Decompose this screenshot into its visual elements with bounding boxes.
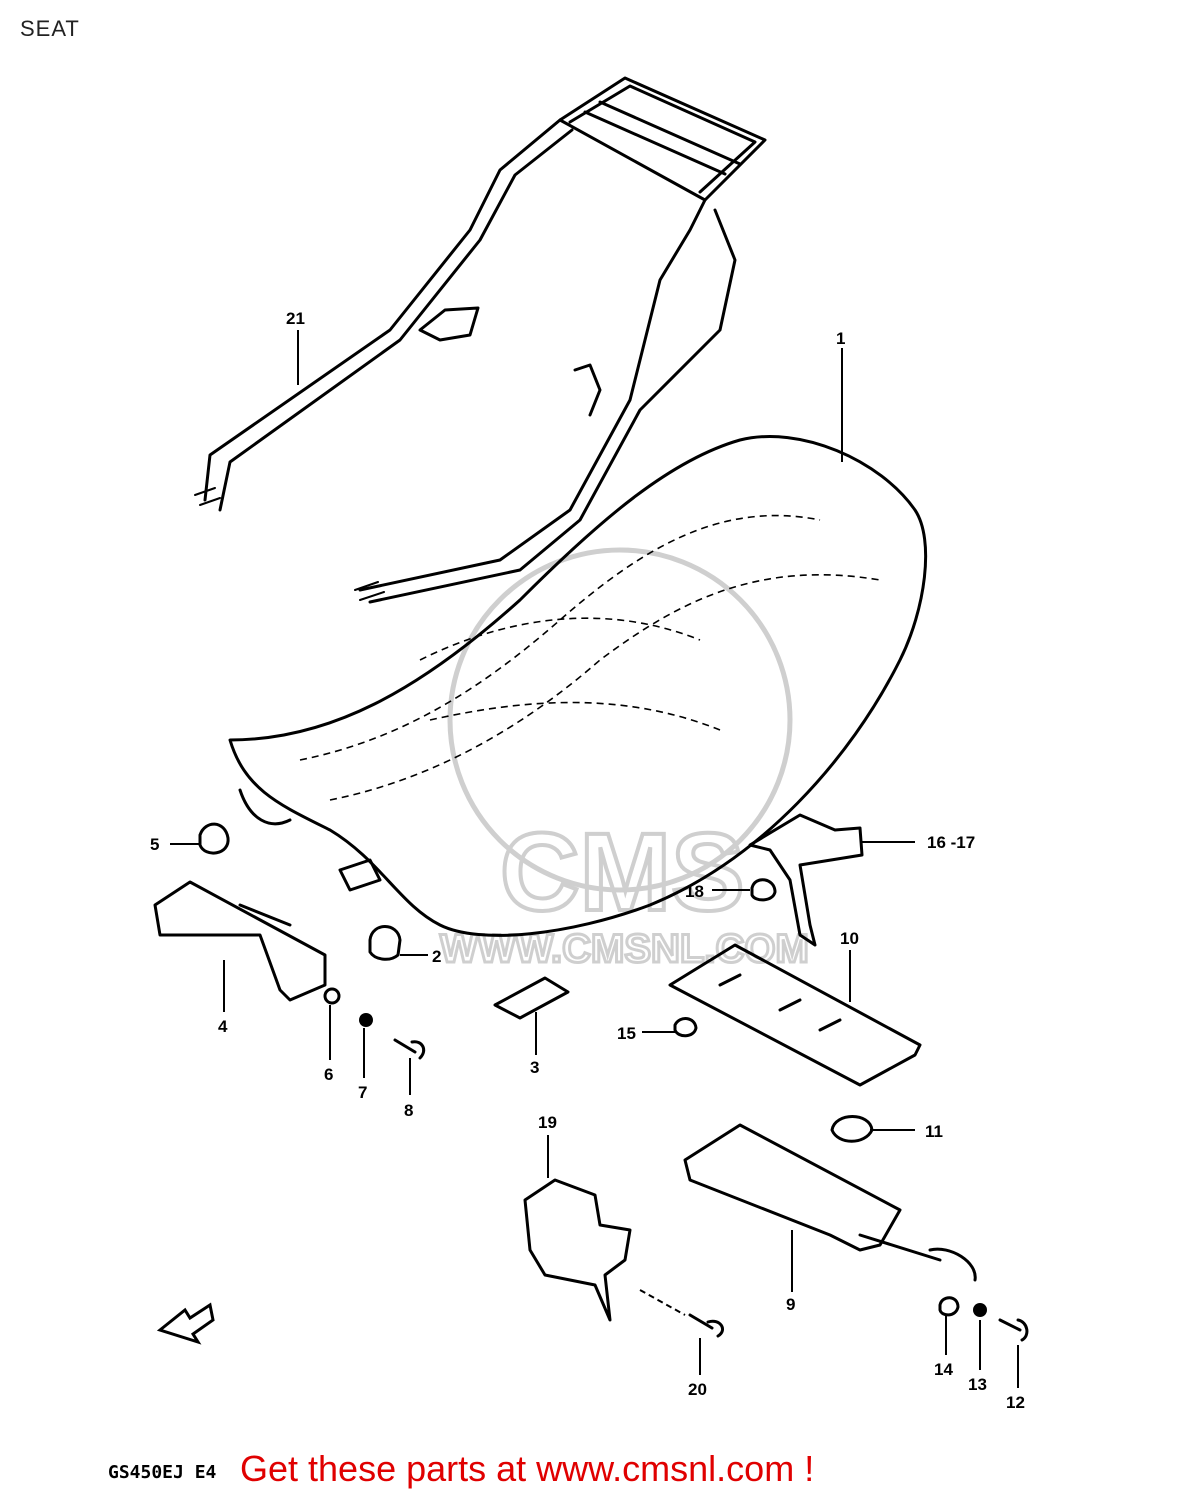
page-title: SEAT — [20, 16, 80, 41]
callout-8: 8 — [404, 1101, 413, 1120]
part-11-cap — [830, 1115, 874, 1143]
callout-14: 14 — [934, 1360, 953, 1379]
callout-2: 2 — [432, 947, 441, 966]
callout-10: 10 — [840, 929, 859, 948]
callout-3: 3 — [530, 1058, 539, 1077]
part-20-screw — [688, 1313, 724, 1338]
part-4-cover — [153, 880, 327, 1002]
callout-19: 19 — [538, 1113, 557, 1132]
callout-15: 15 — [617, 1024, 636, 1043]
part-18-cushion — [750, 878, 777, 902]
watermark-circle — [447, 547, 793, 893]
callout-4: 4 — [218, 1017, 228, 1036]
part-10-plate — [668, 943, 922, 1087]
callout-16-17: 16 -17 — [927, 833, 975, 852]
part-7-nut — [359, 1013, 373, 1027]
leader-19-20 — [639, 1289, 686, 1316]
part-16-17-bracket — [748, 813, 864, 947]
callout-7: 7 — [358, 1083, 367, 1102]
model-code: GS450EJ E4 — [108, 1462, 217, 1483]
arrow-icon — [156, 1302, 215, 1345]
callout-11: 11 — [925, 1122, 943, 1141]
part-15-cushion — [673, 1017, 698, 1038]
part-3-bracket — [493, 976, 570, 1020]
watermark: CMS WWW.CMSNL.COM — [439, 547, 810, 973]
part-6-washer — [323, 987, 341, 1005]
part-9-hinge — [683, 1123, 977, 1282]
part-13-nut — [973, 1303, 987, 1317]
cta-link[interactable]: Get these parts at www.cmsnl.com ! — [240, 1448, 815, 1489]
part-21-rear-carrier — [194, 76, 767, 604]
part-2-cushion — [368, 925, 402, 961]
part-14-washer — [938, 1296, 960, 1317]
callout-9: 9 — [786, 1295, 795, 1314]
part-19-lock — [523, 1178, 632, 1322]
callout-12: 12 — [1006, 1393, 1025, 1412]
part-8-bolt — [393, 1038, 426, 1060]
callout-1: 1 — [836, 329, 845, 348]
part-5-cushion — [198, 822, 230, 855]
part-12-bolt — [998, 1318, 1029, 1342]
callout-21: 21 — [286, 309, 305, 328]
callout-18: 18 — [685, 882, 704, 901]
callout-6: 6 — [324, 1065, 333, 1084]
part-1-seat — [228, 435, 928, 937]
callout-20: 20 — [688, 1380, 707, 1399]
callout-5: 5 — [150, 835, 159, 854]
callout-13: 13 — [968, 1375, 987, 1394]
watermark-url: WWW.CMSNL.COM — [440, 927, 809, 971]
